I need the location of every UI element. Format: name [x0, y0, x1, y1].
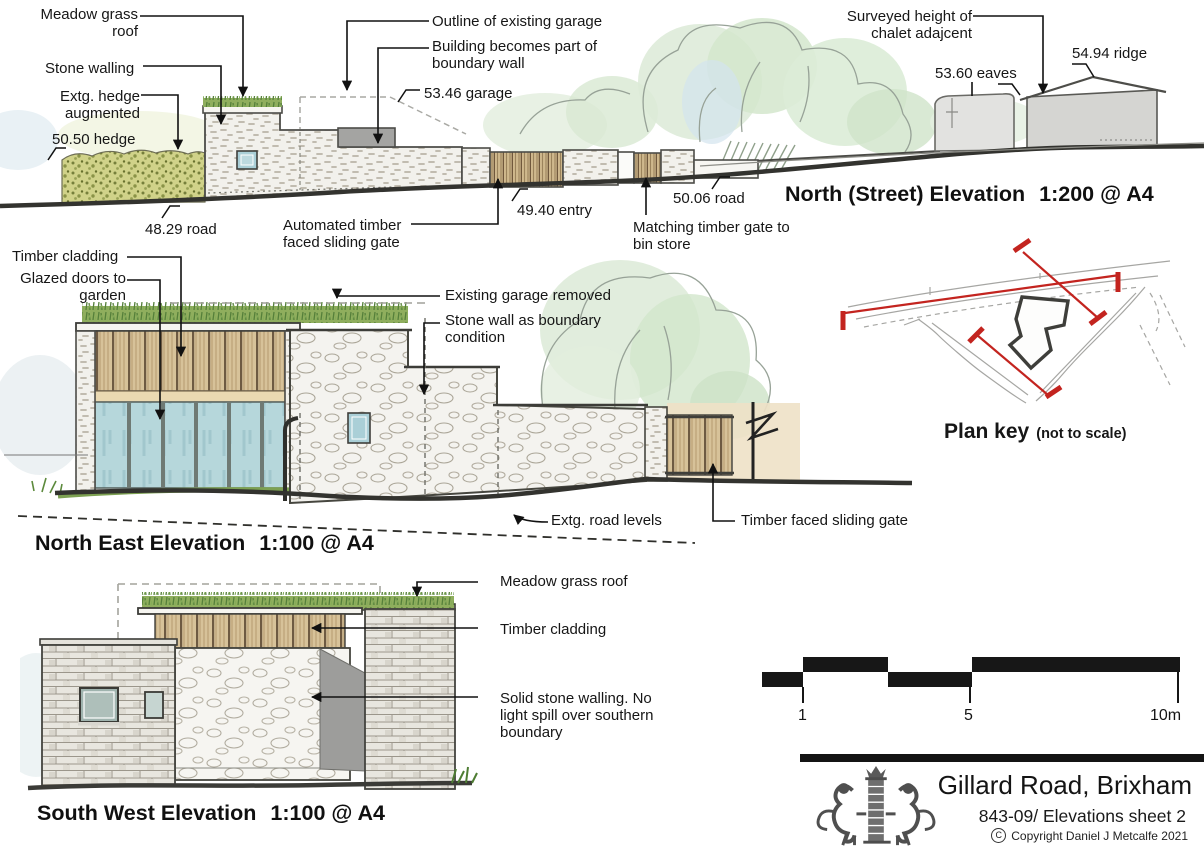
label-glazed-doors: Glazed doors to garden — [20, 270, 126, 305]
copyright-symbol: C — [991, 828, 1007, 843]
sw-building — [39, 592, 456, 790]
site-sketch — [847, 260, 1186, 404]
label-bin-store-gate: Matching timber gate to bin store — [633, 219, 790, 254]
ne-boundary-wall — [170, 302, 648, 505]
copyright-text: Copyright Daniel J Metcalfe 2021 — [1011, 828, 1188, 843]
label-road-level-right: 50.06 road — [673, 190, 745, 207]
background-washes — [0, 18, 1040, 170]
label-stone-walling: Stone walling — [45, 60, 135, 77]
label-entry-level: 49.40 entry — [517, 202, 593, 219]
label-timber-cladding-ne: Timber cladding — [12, 248, 119, 265]
label-extg-hedge: Extg. hedge augmented — [59, 88, 140, 123]
plan-key-drawing — [840, 237, 1186, 404]
south-west-title-text: South West Elevation — [37, 801, 257, 825]
scale-bar-label-10m: 10m — [1150, 707, 1182, 724]
label-timber-cladding-sw: Timber cladding — [500, 621, 607, 638]
scale-bar-tick — [1177, 672, 1179, 703]
label-boundary-building: Building becomes part of boundary wall — [432, 38, 598, 73]
scale-bar-tick — [969, 687, 971, 703]
sheet-title: 843-09/ Elevations sheet 2 — [978, 806, 1186, 826]
label-garage-level: 53.46 garage — [424, 85, 513, 102]
shrub — [451, 766, 478, 784]
level-flags — [47, 63, 1095, 219]
road-far-edge — [699, 142, 1204, 167]
leader-lines — [310, 581, 478, 703]
label-automated-gate: Automated timber faced sliding gate — [283, 217, 402, 252]
hedge — [61, 149, 206, 204]
label-outline-garage: Outline of existing garage — [432, 13, 603, 30]
south-west-scale: 1:100 @ A4 — [270, 801, 386, 825]
tree-sketch-lines — [540, 272, 772, 421]
extg-road-dashed — [17, 515, 696, 544]
north-elevation-scale: 1:200 @ A4 — [1039, 182, 1154, 206]
logo-creature — [816, 783, 867, 846]
south-west-elevation-title: South West Elevation 1:100 @ A4 — [37, 801, 385, 826]
adjacent-chalets — [934, 75, 1167, 152]
building-footprint — [1007, 295, 1070, 371]
north-east-scale: 1:100 @ A4 — [259, 531, 374, 555]
north-east-title-text: North East Elevation — [35, 531, 246, 555]
label-road-level-left: 48.29 road — [145, 221, 217, 238]
label-ridge-level: 54.94 ridge — [1072, 45, 1148, 62]
boundary-wall-and-building — [202, 96, 467, 200]
label-meadow-grass-roof-sw: Meadow grass roof — [500, 573, 628, 590]
scale-bar-label-5: 5 — [964, 707, 973, 724]
logo-column — [863, 765, 891, 844]
label-extg-road-levels: Extg. road levels — [551, 512, 662, 529]
section-cut-lines — [840, 237, 1121, 400]
label-solid-stone-walling: Solid stone walling. No light spill over… — [500, 690, 654, 742]
plan-key-title-text: Plan key — [944, 420, 1030, 443]
plan-key-title: Plan key (not to scale) — [944, 420, 1126, 444]
scale-bar-segment — [803, 657, 888, 672]
north-elevation-title-text: North (Street) Elevation — [785, 182, 1026, 206]
north-east-elevation-title: North East Elevation 1:100 @ A4 — [35, 531, 374, 556]
practice-logo — [816, 765, 936, 848]
scale-bar-label-1: 1 — [798, 707, 807, 724]
north-east-elevation-drawing — [0, 256, 913, 544]
north-street-elevation-drawing — [0, 15, 1204, 225]
leader-lines — [140, 15, 1049, 225]
label-stone-boundary: Stone wall as boundary condition — [445, 312, 601, 347]
label-hedge-level: 50.50 hedge — [52, 131, 136, 148]
ground-line — [27, 780, 473, 791]
south-west-elevation-drawing — [20, 581, 478, 791]
scale-bar-segment — [888, 672, 972, 687]
scale-bar-segment — [762, 672, 803, 687]
scale-bar-tick — [802, 687, 804, 703]
label-garage-removed: Existing garage removed — [445, 287, 611, 304]
fence-hatch — [717, 140, 796, 173]
ne-gate — [644, 402, 800, 482]
leader-lines — [127, 256, 735, 525]
label-timber-sliding-gate: Timber faced sliding gate — [741, 512, 909, 529]
ground-line — [54, 476, 913, 501]
scale-bar-segment — [972, 657, 1180, 672]
title-block-rule — [800, 754, 1204, 762]
label-eaves-level: 53.60 eaves — [935, 65, 1017, 82]
north-elevation-title: North (Street) Elevation 1:200 @ A4 — [785, 182, 1154, 207]
label-surveyed-height: Surveyed height of chalet adajcent — [846, 8, 972, 43]
tree-sketch-lines — [519, 21, 912, 153]
plan-key-note: (not to scale) — [1036, 426, 1127, 442]
copyright-line: C Copyright Daniel J Metcalfe 2021 — [790, 828, 1188, 843]
label-meadow-grass-roof: Meadow grass roof — [40, 6, 138, 41]
project-title: Gillard Road, Brixham — [937, 770, 1192, 800]
entry-gates — [461, 147, 759, 188]
